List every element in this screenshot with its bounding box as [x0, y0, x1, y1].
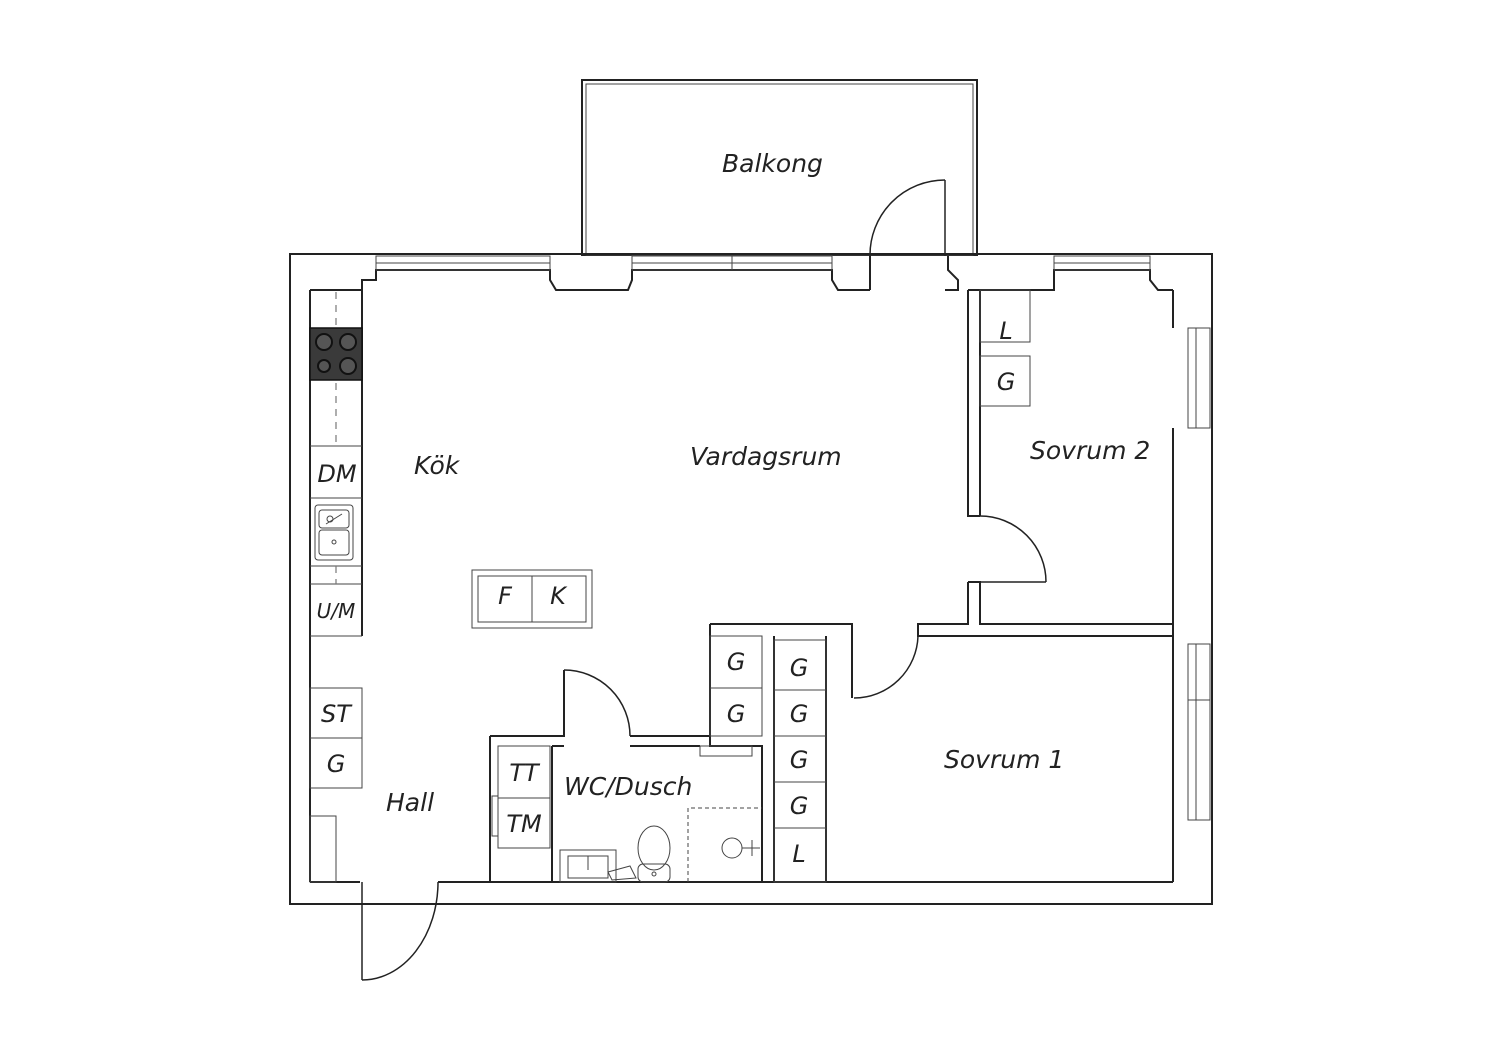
room-label-balkong: Balkong	[722, 149, 823, 178]
fixture-label-tm: TM	[506, 810, 542, 838]
fixture-label-st: ST	[321, 700, 353, 728]
fixture-label-g: G	[727, 648, 746, 676]
shower-icon	[687, 807, 762, 882]
doors	[361, 179, 1047, 981]
fixture-label-g: G	[790, 654, 809, 682]
fixture-label-g: G	[727, 700, 746, 728]
fixture-boxes	[309, 289, 1031, 883]
room-label-wc: WC/Dusch	[564, 772, 692, 801]
fixture-label-g: G	[997, 368, 1016, 396]
fixture-label-g: G	[327, 750, 346, 778]
room-label-sovrum1: Sovrum 1	[944, 745, 1064, 774]
washbasin-icon	[559, 849, 637, 883]
fixture-label-tt: TT	[509, 759, 541, 787]
fixture-labels: DM U/M ST G L G F K G G G G G G L TT TM	[317, 317, 1016, 868]
fixture-label-k: K	[550, 582, 568, 610]
toilet-icon	[637, 825, 671, 883]
room-label-hall: Hall	[386, 788, 434, 817]
fixture-label-l: L	[999, 317, 1012, 345]
outer-wall	[289, 253, 1213, 905]
fixture-label-g: G	[790, 792, 809, 820]
fixture-label-dm: DM	[317, 460, 356, 488]
inner-walls	[309, 256, 1174, 883]
fixture-label-l: L	[792, 840, 805, 868]
fixture-label-g: G	[790, 746, 809, 774]
room-label-kok: Kök	[414, 451, 461, 480]
room-labels: Balkong Kök Vardagsrum Sovrum 2 Sovrum 1…	[386, 149, 1150, 817]
stove-icon	[309, 327, 363, 381]
windows	[375, 255, 1211, 821]
room-label-sovrum2: Sovrum 2	[1030, 436, 1150, 465]
room-label-vardagsrum: Vardagsrum	[690, 442, 842, 471]
fixture-label-g: G	[790, 700, 809, 728]
fixture-label-um: U/M	[317, 599, 356, 623]
sink-icon	[314, 504, 354, 561]
fixture-label-f: F	[498, 582, 513, 610]
